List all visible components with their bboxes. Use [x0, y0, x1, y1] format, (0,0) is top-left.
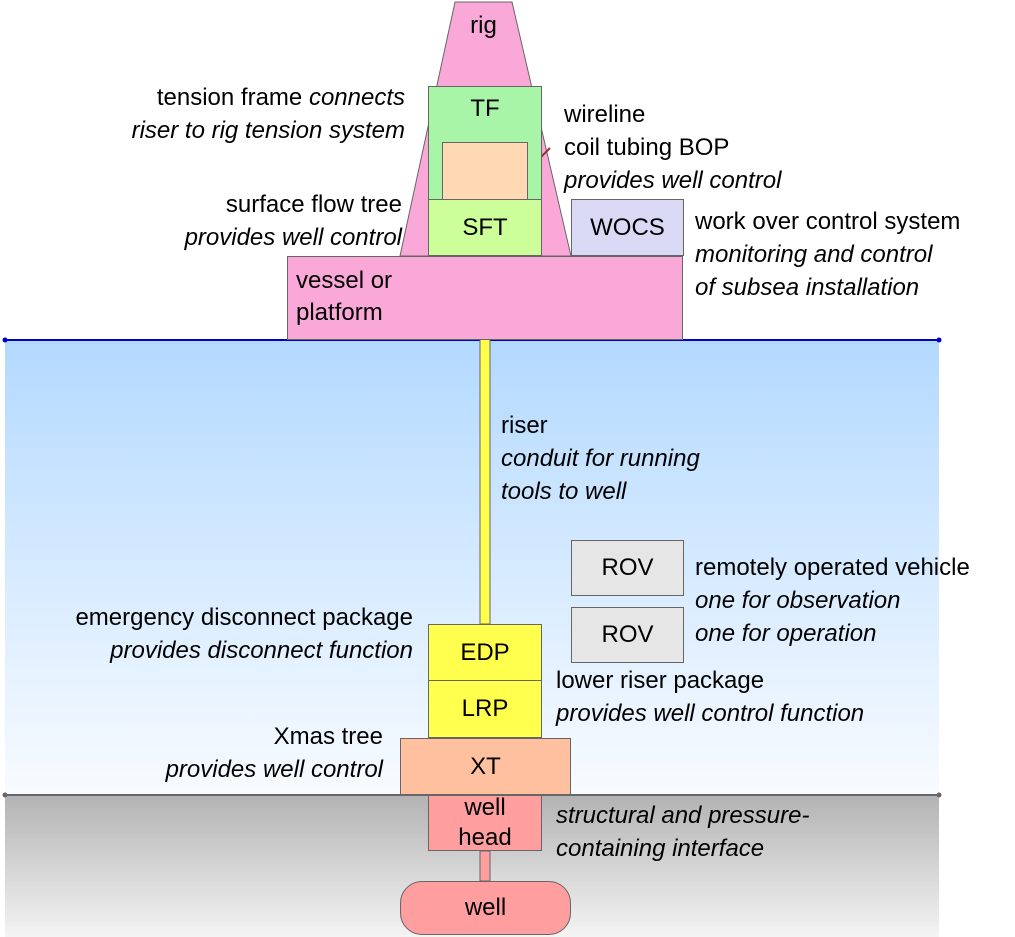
coil-tubing-title: coil tubing BOP [564, 134, 730, 161]
vessel-line2: platform [296, 299, 383, 326]
tension-frame-desc2: riser to rig tension system [131, 117, 405, 144]
rov-title: remotely operated vehicle [695, 554, 970, 581]
sft-label: SFT [462, 213, 508, 241]
waterline-end-left [2, 337, 8, 343]
lrp-label: LRP [461, 695, 509, 722]
well-label: well [464, 894, 507, 921]
coil-tubing-bop-box [442, 142, 528, 200]
riser-title: riser [501, 412, 548, 439]
well-box: well [400, 881, 571, 935]
wireline-desc: provides well control [564, 167, 782, 194]
tension-frame-desc1: connects [308, 84, 405, 111]
xmas-tree-annotation: Xmas tree provides well control [166, 720, 383, 786]
sft-title: surface flow tree [225, 191, 402, 218]
waterline-end-right [936, 337, 942, 343]
rov-operation-box: ROV [571, 607, 684, 663]
rig-label: rig [470, 12, 497, 39]
wocs-title: work over control system [695, 208, 961, 235]
edp-label: EDP [460, 638, 510, 666]
lrp-annotation: lower riser package provides well contro… [556, 664, 864, 730]
wellhead-box: well head [428, 794, 542, 851]
wellhead-connector [479, 850, 491, 882]
wellhead-line2: head [458, 824, 512, 851]
tension-frame-title: tension frame [156, 84, 303, 111]
tension-frame-label: TF [470, 95, 500, 122]
surface-flow-tree-annotation: surface flow tree provides well control [185, 188, 402, 254]
riser-desc2: tools to well [501, 478, 627, 505]
xmas-tree-title: Xmas tree [273, 723, 383, 750]
lrp-title: lower riser package [556, 667, 765, 694]
wellhead-desc2: containing interface [556, 835, 765, 862]
vessel-line1: vessel or [296, 267, 393, 294]
surface-flow-tree-box: SFT [428, 199, 542, 256]
tension-frame-annotation: tension frame connects riser to rig tens… [132, 81, 405, 147]
rov-annotation: remotely operated vehicle one for observ… [695, 551, 970, 650]
wellhead-line1: well [464, 794, 506, 821]
rov-desc2: one for operation [695, 620, 877, 647]
lrp-box: LRP [428, 680, 542, 738]
wireline-title: wireline [564, 101, 646, 128]
wireline-annotation: wireline coil tubing BOP provides well c… [564, 98, 781, 197]
rov-desc1: one for observation [695, 587, 901, 614]
riser-desc1: conduit for running [501, 445, 700, 472]
wocs-annotation: work over control system monitoring and … [695, 205, 960, 304]
seabed-end-left [2, 792, 8, 798]
xt-label: XT [470, 752, 501, 780]
rov-observation-box: ROV [571, 540, 684, 596]
riser-annotation: riser conduit for running tools to well [501, 409, 700, 508]
wocs-desc2: of subsea installation [695, 274, 920, 301]
wellhead-desc1: structural and pressure- [556, 802, 810, 829]
vessel-platform-box: vessel or platform [287, 256, 683, 340]
sft-desc: provides well control [184, 224, 402, 251]
wocs-label: WOCS [590, 213, 665, 241]
wocs-desc1: monitoring and control [695, 241, 933, 268]
edp-annotation: emergency disconnect package provides di… [75, 601, 413, 667]
seabed-end-right [936, 792, 942, 798]
xmas-tree-box: XT [400, 738, 571, 795]
rov-label-1: ROV [601, 554, 654, 581]
edp-title: emergency disconnect package [75, 604, 413, 631]
rov-label-2: ROV [601, 621, 654, 648]
wellhead-annotation: structural and pressure- containing inte… [556, 799, 809, 865]
edp-box: EDP [428, 624, 542, 681]
xmas-tree-desc: provides well control [165, 756, 383, 783]
edp-desc: provides disconnect function [110, 637, 413, 664]
wocs-box: WOCS [571, 199, 684, 256]
lrp-desc: provides well control function [556, 700, 865, 727]
